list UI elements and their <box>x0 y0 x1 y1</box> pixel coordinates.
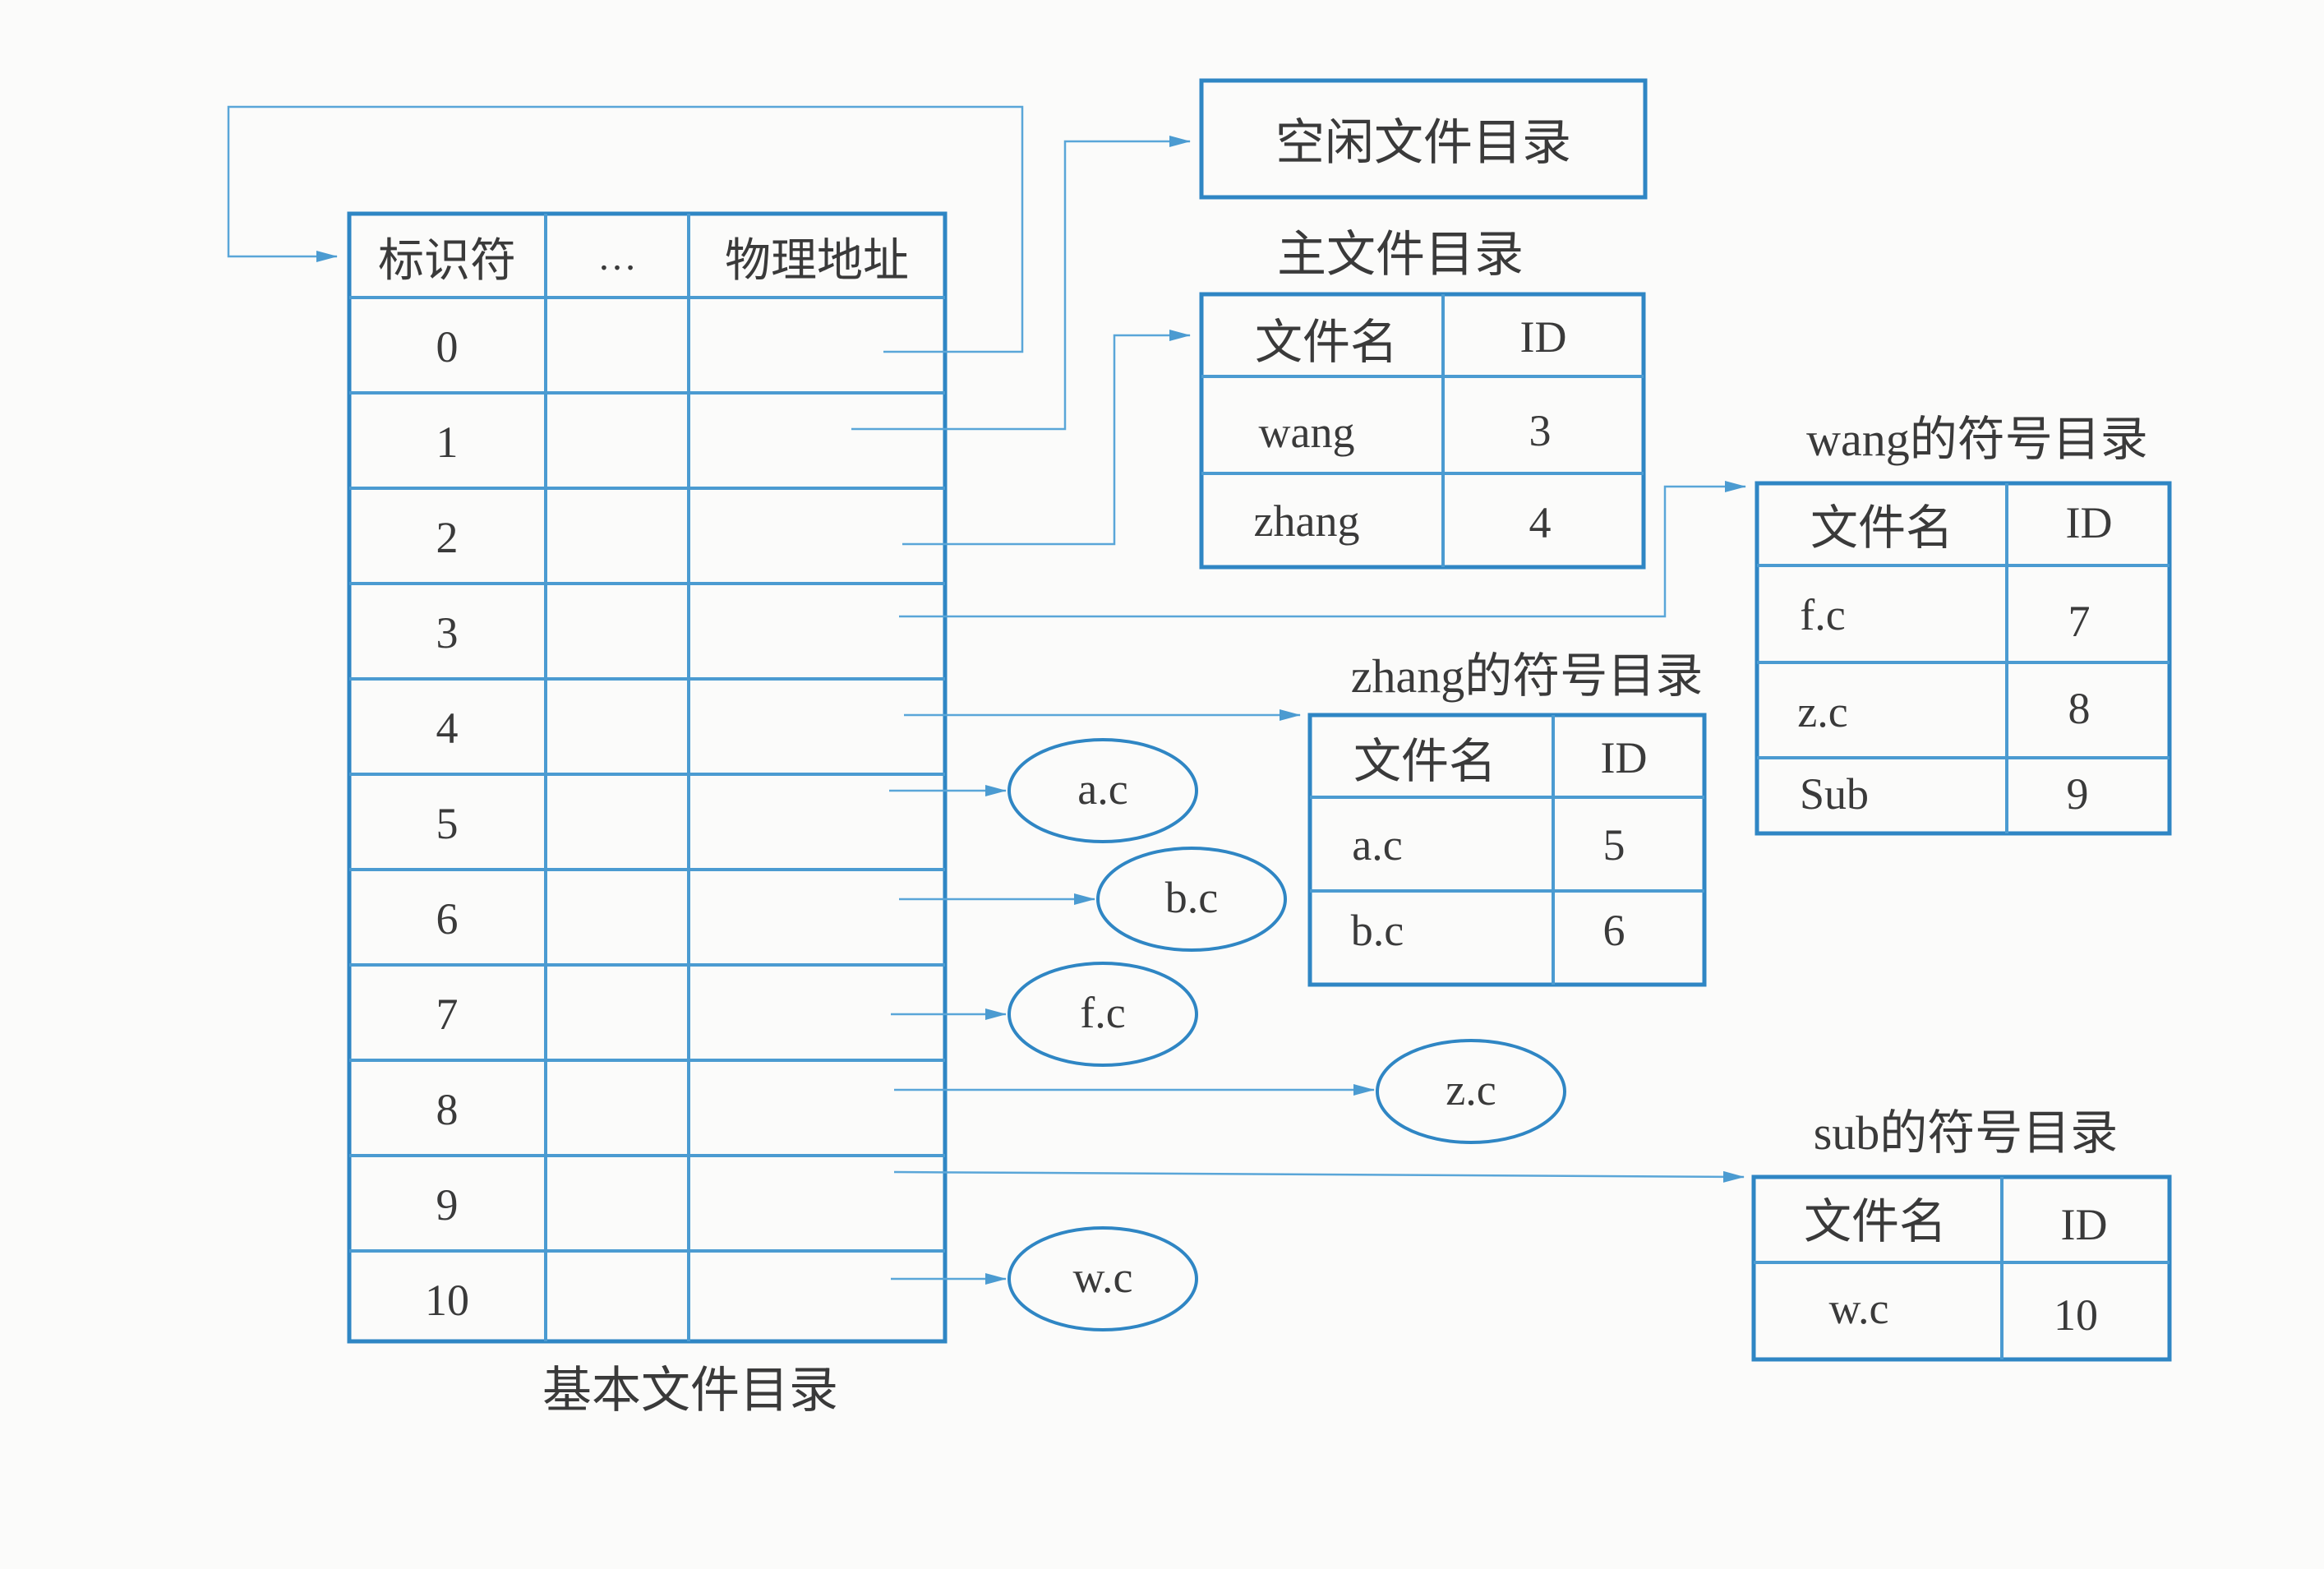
basic-dir-row-id: 5 <box>436 799 459 848</box>
file-nodes: a.c b.c f.c z.c w.c <box>1008 738 1566 1331</box>
arrow-row3-to-wang-dir <box>899 481 1746 618</box>
wang-symbol-directory: wang的符号目录 文件名 ID f.c 7 z.c 8 Sub 9 <box>1755 413 2172 836</box>
master-dir-caption: 主文件目录 <box>1277 228 1524 282</box>
zhang-dir-header-id: ID <box>1601 733 1648 782</box>
basic-dir-row-id: 0 <box>436 322 459 371</box>
wang-dir-header-id: ID <box>2066 498 2113 547</box>
free-dir-box <box>1199 78 1648 200</box>
sub-dir-caption: sub的符号目录 <box>1814 1106 2119 1160</box>
master-dir-header-id: ID <box>1520 312 1567 362</box>
basic-dir-header-ellipsis: … <box>597 235 637 279</box>
wang-dir-header-filename: 文件名 <box>1810 501 1953 555</box>
file-node-w-c <box>1008 1226 1198 1331</box>
basic-dir-row-id: 8 <box>436 1085 459 1134</box>
master-dir-frame <box>1199 292 1646 570</box>
sub-dir-header-filename: 文件名 <box>1804 1195 1947 1248</box>
file-node-label: w.c <box>1073 1253 1133 1302</box>
free-dir-label: 空闲文件目录 <box>1275 116 1571 170</box>
master-dir-cell-id: 3 <box>1529 406 1552 455</box>
arrow-row1-to-free-dir <box>851 136 1191 431</box>
basic-dir-header-physical-address: 物理地址 <box>725 236 909 287</box>
arrow-row2-to-master-dir <box>902 330 1191 546</box>
file-node-label: b.c <box>1165 873 1218 922</box>
wang-dir-cell-name: z.c <box>1797 687 1847 736</box>
basic-dir-frame <box>347 211 948 1344</box>
basic-dir-row-id: 10 <box>425 1276 469 1325</box>
file-node-f-c <box>1008 962 1198 1067</box>
zhang-symbol-directory: zhang的符号目录 文件名 ID a.c 5 b.c 6 <box>1307 649 1707 987</box>
zhang-dir-frame <box>1307 713 1707 987</box>
sub-dir-frame <box>1751 1174 2172 1362</box>
sub-dir-header-id: ID <box>2061 1200 2108 1249</box>
master-dir-cell-name: zhang <box>1254 496 1360 546</box>
zhang-dir-cell-name: a.c <box>1352 820 1402 870</box>
basic-dir-caption: 基本文件目录 <box>542 1364 838 1418</box>
basic-dir-row-id: 9 <box>436 1180 459 1230</box>
connectors <box>227 105 1746 1285</box>
wang-dir-cell-id: 7 <box>2068 597 2091 646</box>
wang-dir-cell-id: 8 <box>2068 684 2091 733</box>
file-node-label: a.c <box>1077 764 1127 814</box>
sub-symbol-directory: sub的符号目录 文件名 ID w.c 10 <box>1751 1106 2172 1362</box>
zhang-dir-caption: zhang的符号目录 <box>1351 649 1704 703</box>
wang-dir-frame <box>1755 481 2172 836</box>
zhang-dir-header-filename: 文件名 <box>1353 735 1496 788</box>
file-node-label: z.c <box>1446 1065 1496 1114</box>
zhang-dir-cell-id: 6 <box>1603 906 1625 955</box>
master-file-directory: 主文件目录 文件名 ID wang 3 zhang 4 <box>1199 228 1646 570</box>
basic-dir-row-id: 4 <box>436 704 459 753</box>
wang-dir-cell-name: Sub <box>1800 769 1869 819</box>
sub-dir-cell-name: w.c <box>1829 1284 1889 1333</box>
zhang-dir-cell-name: b.c <box>1351 906 1404 955</box>
basic-dir-row-id: 2 <box>436 513 459 562</box>
basic-dir-header-identifier: 标识符 <box>378 236 516 287</box>
master-dir-header-filename: 文件名 <box>1255 316 1398 369</box>
arrow-row0-to-basic-dir <box>227 105 1024 353</box>
basic-dir-row-id: 3 <box>436 608 459 658</box>
file-node-z-c <box>1376 1039 1566 1144</box>
master-dir-cell-name: wang <box>1259 408 1355 457</box>
basic-dir-row-id: 1 <box>436 418 459 467</box>
wang-dir-cell-name: f.c <box>1800 590 1845 639</box>
basic-dir-row-id: 7 <box>436 990 459 1039</box>
basic-file-directory: 标识符 … 物理地址 0 1 2 3 4 5 6 7 8 9 10 基本文件目录 <box>347 211 948 1418</box>
file-node-b-c <box>1096 847 1287 952</box>
arrow-row9-to-sub-dir <box>893 1170 1745 1183</box>
basic-dir-row-id: 6 <box>436 894 459 944</box>
file-node-a-c <box>1008 738 1198 843</box>
wang-dir-caption: wang的符号目录 <box>1806 413 2148 466</box>
file-node-label: f.c <box>1080 988 1125 1037</box>
zhang-dir-cell-id: 5 <box>1603 820 1625 870</box>
sub-dir-cell-id: 10 <box>2054 1290 2098 1340</box>
master-dir-cell-id: 4 <box>1529 498 1552 547</box>
free-file-directory: 空闲文件目录 <box>1199 78 1648 200</box>
wang-dir-cell-id: 9 <box>2067 769 2089 819</box>
